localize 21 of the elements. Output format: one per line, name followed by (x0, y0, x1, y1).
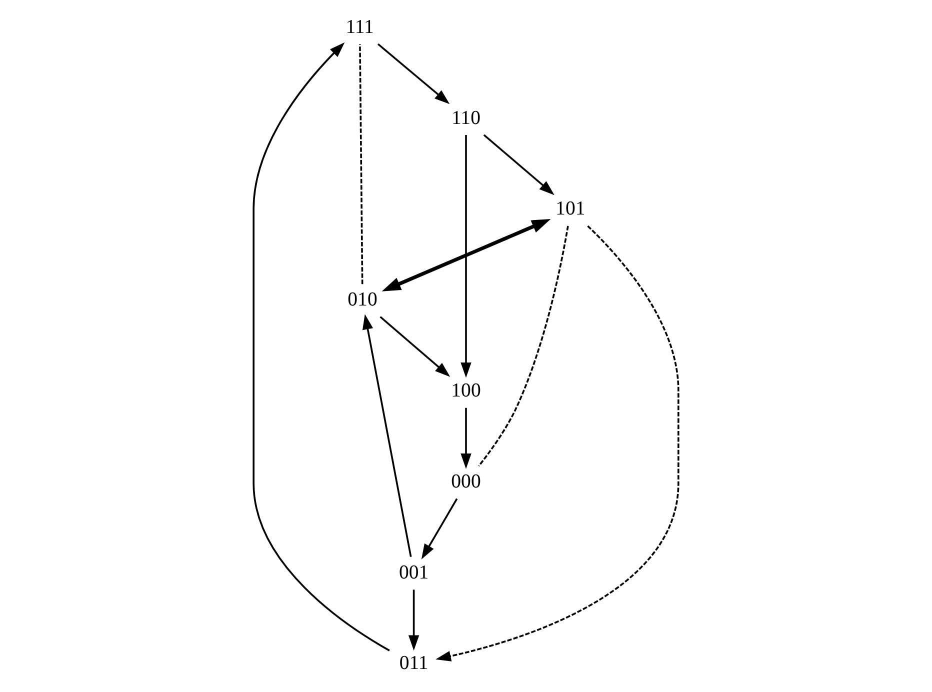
node-text: 101 (556, 198, 586, 220)
node-text: 010 (348, 288, 378, 311)
arrow (362, 314, 412, 558)
arrow (408, 590, 420, 651)
node-text: 111 (346, 16, 374, 38)
arrow (252, 42, 390, 652)
node-text: 001 (398, 561, 429, 584)
arrow (377, 43, 450, 104)
node-text: 000 (451, 470, 481, 492)
node-text: 011 (399, 652, 428, 674)
arrow (483, 134, 554, 196)
arrow (382, 218, 551, 292)
arrow (460, 135, 472, 378)
node-text: 110 (452, 106, 480, 129)
connector (359, 44, 364, 284)
arrow (380, 316, 450, 377)
arrow (421, 498, 458, 560)
connector (478, 226, 569, 467)
arrow (436, 225, 680, 662)
arrow (460, 408, 472, 469)
node-text: 100 (451, 379, 481, 402)
